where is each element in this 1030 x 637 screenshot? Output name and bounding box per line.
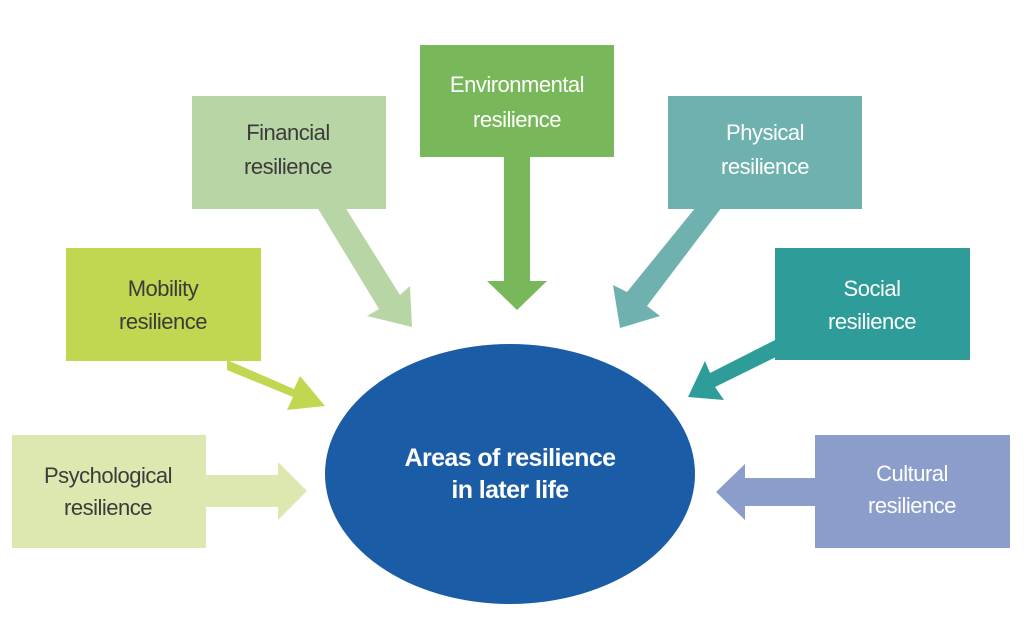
area-social: Social resilience — [775, 248, 970, 360]
box-mobility — [66, 248, 261, 361]
arrow-social — [688, 340, 780, 400]
center-title-line-1: Areas of resilience — [405, 444, 617, 472]
label-mobility-line-1: Mobility — [128, 276, 199, 301]
box-social — [775, 248, 970, 360]
arrow-financial — [317, 207, 412, 327]
arrow-cultural — [716, 464, 817, 520]
label-cultural-line-1: Cultural — [876, 461, 948, 486]
box-financial — [192, 96, 386, 209]
label-financial-line-2: resilience — [244, 154, 332, 179]
area-financial: Financial resilience — [192, 96, 386, 209]
label-psychological-line-1: Psychological — [44, 463, 172, 488]
box-cultural — [815, 435, 1010, 548]
label-cultural-line-2: resilience — [868, 493, 956, 518]
arrow-physical — [613, 207, 722, 328]
area-environmental: Environmental resilience — [420, 45, 614, 157]
label-physical-line-1: Physical — [726, 120, 804, 145]
label-physical-line-2: resilience — [721, 154, 809, 179]
center-ellipse — [325, 344, 695, 604]
label-social-line-2: resilience — [828, 309, 916, 334]
center-title-line-2: in later life — [451, 476, 569, 504]
arrows — [204, 155, 817, 520]
arrow-psychological — [204, 462, 307, 520]
area-psychological: Psychological resilience — [12, 435, 206, 548]
label-psychological-line-2: resilience — [64, 495, 152, 520]
label-environmental-line-2: resilience — [473, 107, 561, 132]
area-mobility: Mobility resilience — [66, 248, 261, 361]
label-environmental-line-1: Environmental — [450, 72, 584, 97]
label-social-line-1: Social — [844, 276, 901, 301]
label-mobility-line-2: resilience — [119, 309, 207, 334]
arrow-environmental — [487, 155, 547, 310]
arrow-mobility — [227, 360, 325, 410]
box-psychological — [12, 435, 206, 548]
center-node: Areas of resilience in later life — [325, 344, 695, 604]
box-environmental — [420, 45, 614, 157]
area-physical: Physical resilience — [668, 96, 862, 209]
label-financial-line-1: Financial — [246, 120, 330, 145]
box-physical — [668, 96, 862, 209]
area-cultural: Cultural resilience — [815, 435, 1010, 548]
